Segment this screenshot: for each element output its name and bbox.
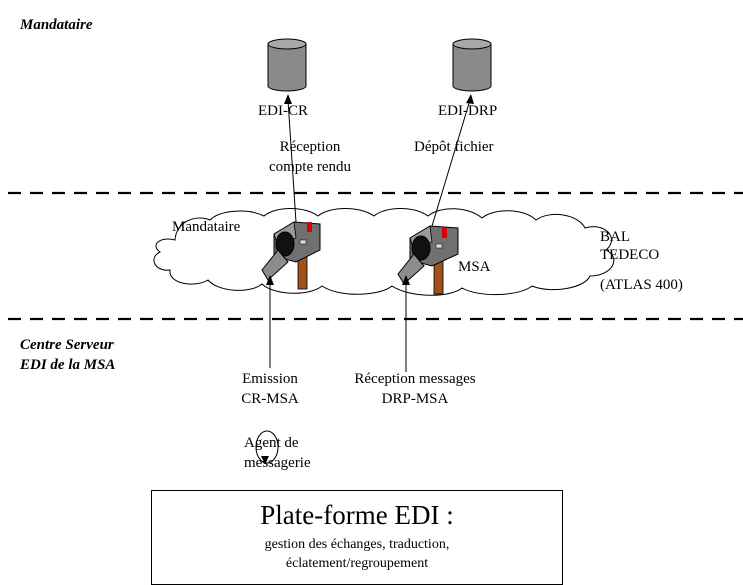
database-edi-drp-icon: [452, 38, 492, 92]
flow-label-reception-cr-line1: Réception: [279, 139, 341, 155]
platform-edi-box: Plate-forme EDI : gestion des échanges, …: [151, 490, 563, 585]
flow-label-depot-fichier: Dépôt fichier: [414, 139, 494, 155]
flow-label-reception-msg-line1: Réception messages: [354, 371, 476, 387]
agent-label-line2: messagerie: [244, 455, 311, 471]
database-edi-cr-icon: [267, 38, 307, 92]
database-label-edi-cr: EDI-CR: [258, 103, 308, 119]
mailbox-msa-icon: [397, 225, 459, 295]
agent-loop-arrowhead: [261, 456, 269, 464]
zone-label-centre-line2: EDI de la MSA: [20, 357, 116, 373]
zone-label-mandataire: Mandataire: [20, 17, 93, 33]
network-label-line1: BAL: [600, 229, 630, 245]
network-label-line2: TEDECO: [600, 247, 660, 263]
network-label-line3: (ATLAS 400): [600, 277, 683, 293]
flow-label-reception-msg-line2: DRP-MSA: [381, 391, 449, 407]
flow-label-emission-line2: CR-MSA: [241, 391, 299, 407]
arrow-mailbox-to-edi-drp: [431, 99, 471, 227]
flow-label-emission-line1: Emission: [242, 371, 298, 387]
arrowhead-reception-messages: [402, 275, 410, 285]
arrowhead-edi-drp: [466, 94, 474, 104]
platform-line1: gestion des échanges, traduction,: [264, 537, 450, 552]
mailbox-mandataire-icon: [261, 221, 321, 290]
arrowhead-emission: [266, 275, 274, 285]
agent-loop-icon: [255, 430, 279, 464]
database-label-edi-drp: EDI-DRP: [438, 103, 498, 119]
agent-label-line1: Agent de: [244, 435, 299, 451]
platform-line2: éclatement/regroupement: [285, 556, 429, 571]
zone-label-centre-line1: Centre Serveur: [20, 337, 114, 353]
mailbox-label-msa: MSA: [458, 259, 491, 275]
arrowhead-edi-cr: [284, 94, 292, 104]
flow-label-reception-cr-line2: compte rendu: [268, 159, 352, 175]
arrow-mailbox-to-edi-cr: [287, 99, 297, 223]
mailbox-label-mandataire: Mandataire: [172, 219, 241, 235]
platform-title: Plate-forme EDI :: [260, 500, 454, 530]
